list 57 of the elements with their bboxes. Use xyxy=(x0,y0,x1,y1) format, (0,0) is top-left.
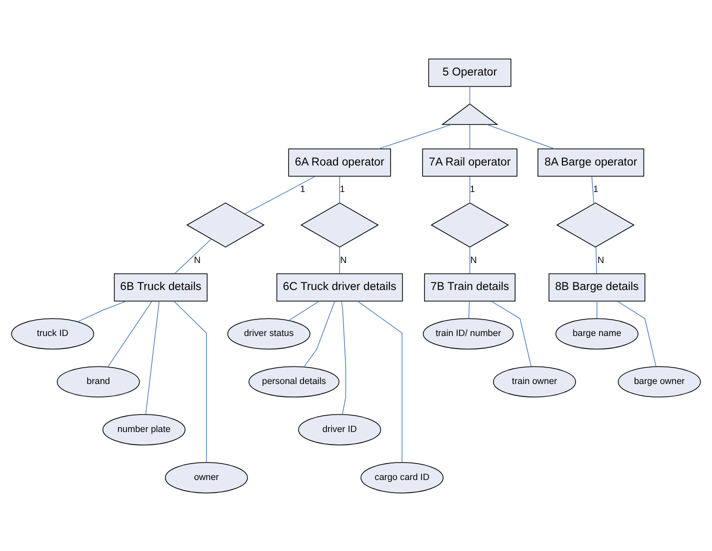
node-triangle xyxy=(441,102,498,124)
connector xyxy=(469,176,470,203)
connector xyxy=(469,86,470,104)
connector xyxy=(77,300,127,322)
edge-label: N xyxy=(194,254,201,264)
node-ellipse: driver ID xyxy=(298,414,382,445)
node-box: 7B Train details xyxy=(424,272,516,301)
connector xyxy=(469,124,470,148)
edge-label: N xyxy=(597,254,604,264)
edge-label: N xyxy=(470,254,477,264)
edge-label: 1 xyxy=(593,183,598,194)
connector xyxy=(469,246,470,274)
node-ellipse: driver status xyxy=(227,318,310,349)
edge-label: 1 xyxy=(340,183,345,194)
node-ellipse: truck ID xyxy=(11,318,94,349)
node-ellipse: personal details xyxy=(248,366,340,397)
edge-label: 1 xyxy=(300,183,306,194)
node-box: 5 Operator xyxy=(428,58,512,86)
node-box: 8B Barge details xyxy=(548,272,646,301)
edge-label: N xyxy=(340,254,347,264)
connector xyxy=(174,300,207,462)
connector xyxy=(339,176,340,203)
node-ellipse: barge owner xyxy=(618,366,701,397)
node-diamond xyxy=(300,202,379,248)
connector xyxy=(288,300,320,320)
node-ellipse: number plate xyxy=(102,414,186,445)
connector xyxy=(174,238,212,274)
node-ellipse: brand xyxy=(56,366,140,397)
node-box: 6A Road operator xyxy=(288,148,392,176)
connector xyxy=(486,124,556,149)
connector xyxy=(591,176,594,204)
connector xyxy=(341,300,346,414)
node-diamond xyxy=(186,202,265,248)
connector xyxy=(617,300,656,366)
edge-label: 1 xyxy=(470,183,476,194)
node-diamond xyxy=(430,202,510,248)
node-diamond xyxy=(556,202,635,248)
connector xyxy=(244,176,316,214)
connector xyxy=(357,300,402,462)
connector xyxy=(596,246,597,274)
connector xyxy=(491,300,532,366)
node-box: 6B Truck details xyxy=(114,272,208,301)
node-ellipse: owner xyxy=(164,462,248,493)
node-ellipse: cargo card ID xyxy=(360,462,444,493)
connector xyxy=(468,300,470,318)
connector xyxy=(339,246,340,274)
node-ellipse: train owner xyxy=(493,366,576,397)
connector xyxy=(145,300,160,414)
node-box: 7A Rail operator xyxy=(422,148,518,176)
connector xyxy=(304,300,336,367)
node-box: 8A Barge operator xyxy=(538,148,644,176)
connector xyxy=(108,300,152,367)
node-box: 6C Truck driver details xyxy=(276,272,403,301)
node-ellipse: barge name xyxy=(555,318,638,349)
node-ellipse: train ID/ number xyxy=(422,318,514,349)
connector xyxy=(378,124,452,149)
connector xyxy=(596,300,598,318)
